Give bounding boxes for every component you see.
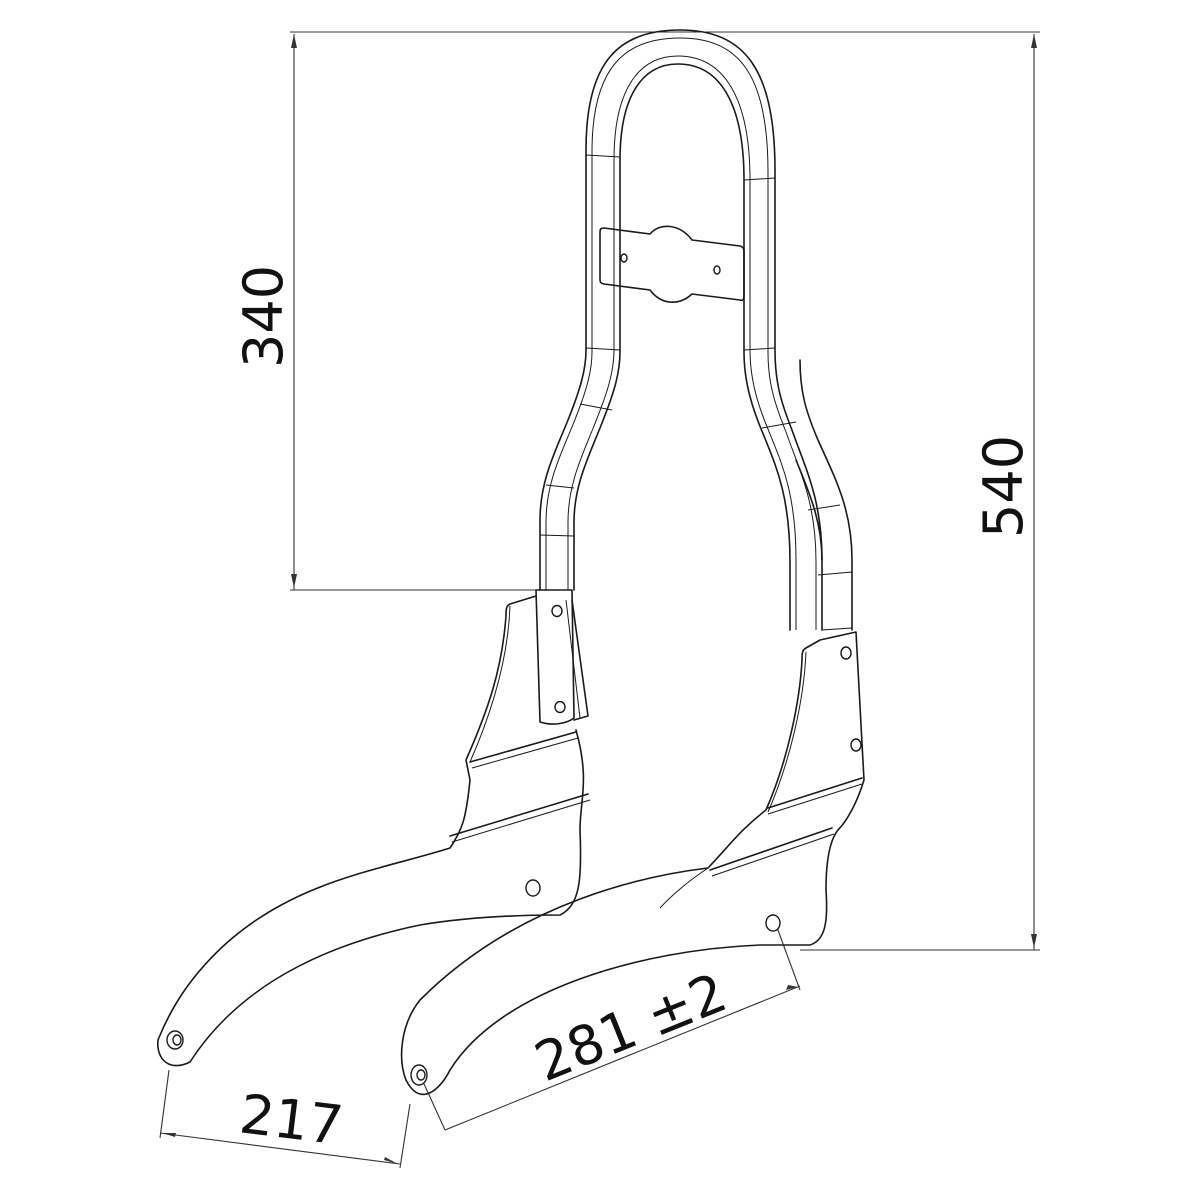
dimension-label-217: 217: [236, 1082, 346, 1157]
dimension-label-340: 340: [232, 265, 295, 368]
dimension-540: [800, 34, 1040, 951]
dimension-340: [290, 31, 1040, 591]
dimension-label-281: 281 ±2: [526, 961, 735, 1094]
right-mount-plate: [400, 631, 865, 1096]
dimension-217: [159, 1069, 411, 1169]
backrest-loop: [539, 29, 853, 631]
dimension-281: [419, 921, 801, 1131]
dimension-label-540: 540: [972, 435, 1035, 538]
right-leg-tube: [795, 359, 853, 631]
backrest-cross-plate: [599, 225, 745, 303]
left-mount-plate: [157, 589, 591, 1067]
